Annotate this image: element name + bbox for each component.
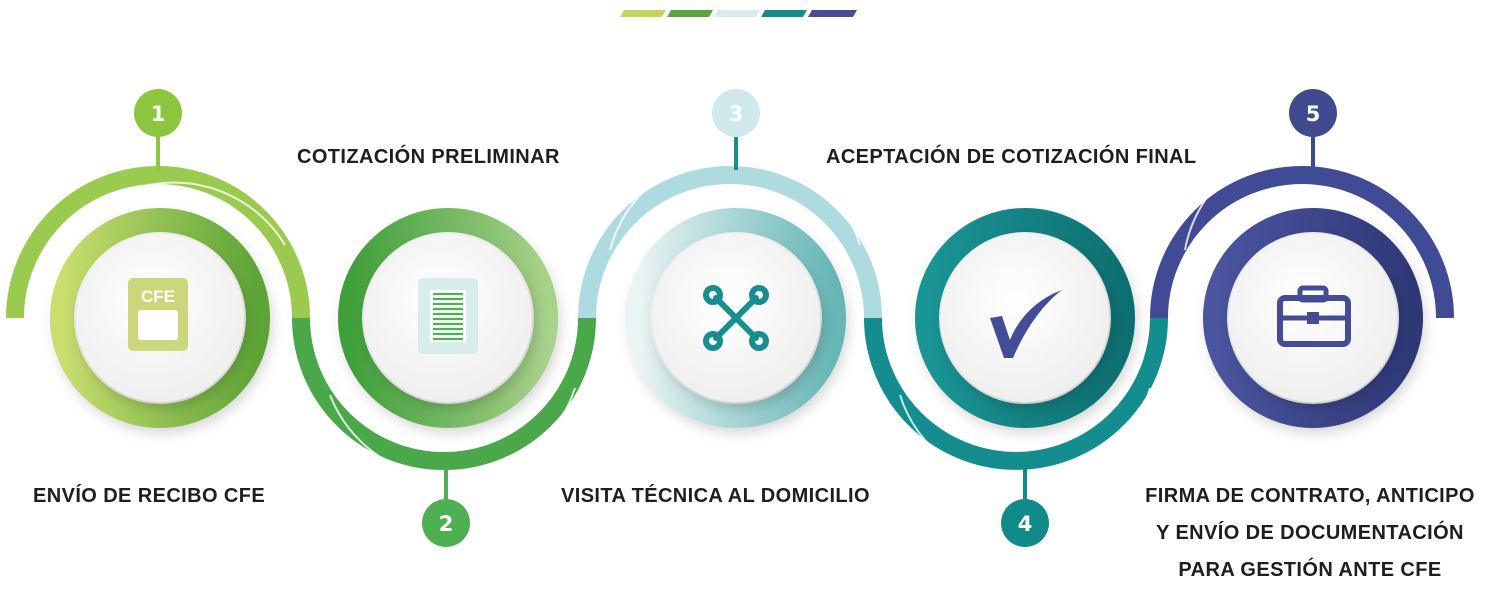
palette-swatch-2 <box>667 10 713 17</box>
step-1-badge <box>134 89 182 137</box>
palette-swatch-1 <box>620 10 666 17</box>
ribbon-segment-2 <box>292 317 596 470</box>
ribbon-segment-3 <box>578 166 882 319</box>
step-5-number: 5 <box>1306 102 1321 126</box>
step-2-circle <box>338 208 558 428</box>
palette-strip <box>620 10 857 17</box>
palette-swatch-5 <box>808 10 857 17</box>
document-icon <box>418 278 478 354</box>
step-2-number: 2 <box>439 512 454 536</box>
step-2-badge <box>422 499 470 547</box>
flow-ribbon <box>6 141 1454 487</box>
palette-swatch-3 <box>714 10 760 17</box>
step-1-marker: 1 <box>134 89 182 170</box>
step-2-marker: 2 <box>422 468 470 547</box>
step-3-circle <box>626 208 846 428</box>
step-3-label: VISITA TÉCNICA AL DOMICILIO <box>561 485 870 507</box>
step-4-label: ACEPTACIÓN DE COTIZACIÓN FINAL <box>826 146 1197 168</box>
step-1-number: 1 <box>151 102 166 126</box>
flow-arrow-5 <box>1184 141 1441 251</box>
step-5-marker: 5 <box>1289 89 1337 170</box>
step-3-number: 3 <box>729 102 744 126</box>
flow-arrow-3 <box>609 152 861 251</box>
ribbon-segment-1 <box>6 166 310 319</box>
step-1-circle: CFE <box>50 208 270 428</box>
palette-swatch-4 <box>761 10 807 17</box>
step-5-label: FIRMA DE CONTRATO, ANTICIPO Y ENVÍO DE D… <box>1128 478 1492 589</box>
step-5-label-line-3: PARA GESTIÓN ANTE CFE <box>1178 559 1442 581</box>
wrench-tools-icon <box>703 285 769 351</box>
checkmark-icon <box>990 290 1062 358</box>
step-1-label: ENVÍO DE RECIBO CFE <box>33 485 266 507</box>
step-5-circle <box>1203 208 1423 428</box>
flow-arrow-4 <box>899 387 1151 487</box>
step-3-badge <box>712 89 760 137</box>
cfe-icon-text: CFE <box>141 287 175 306</box>
step-5-badge <box>1289 89 1337 137</box>
step-5-label-line-1: FIRMA DE CONTRATO, ANTICIPO <box>1145 485 1475 507</box>
ribbon-segment-5 <box>1150 166 1454 319</box>
step-2-label: COTIZACIÓN PRELIMINAR <box>297 146 560 168</box>
step-4-badge <box>1001 499 1049 547</box>
step-3-marker: 3 <box>712 89 760 170</box>
cfe-receipt-icon: CFE <box>128 278 188 351</box>
flow-arrow-1 <box>59 181 286 251</box>
flow-arrow-2 <box>329 387 576 480</box>
step-4-circle <box>915 208 1135 428</box>
briefcase-icon <box>1277 285 1351 347</box>
step-4-number: 4 <box>1018 512 1033 536</box>
step-4-marker: 4 <box>1001 468 1049 547</box>
step-5-label-line-2: Y ENVÍO DE DOCUMENTACIÓN <box>1156 522 1464 544</box>
ribbon-segment-4 <box>864 317 1168 470</box>
